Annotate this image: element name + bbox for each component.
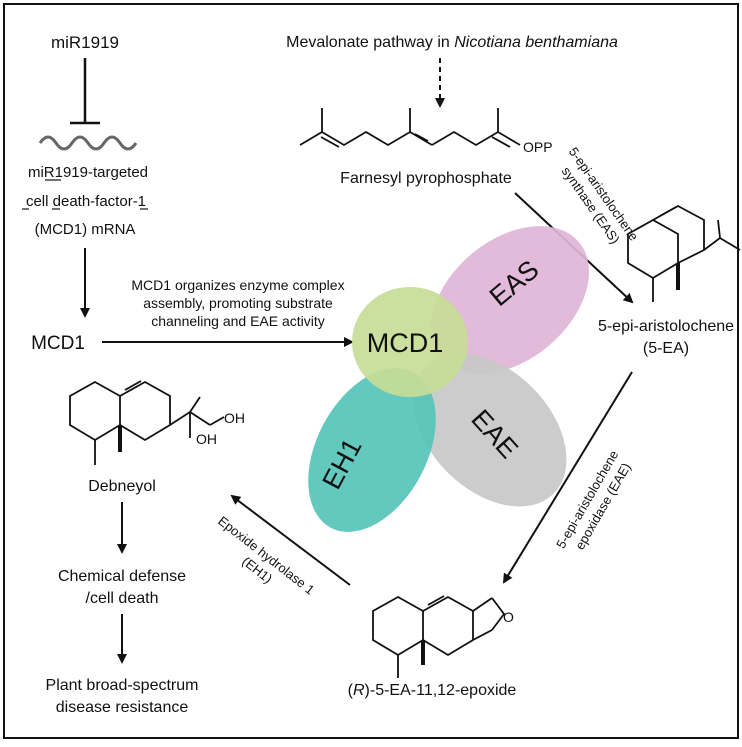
5-ea-structure <box>627 204 741 302</box>
mrna-label-line1: miR1919-targeted <box>28 164 148 181</box>
oh-label-2: OH <box>196 431 217 447</box>
5-ea-label-line2: (5-EA) <box>643 340 689 357</box>
mrna-label-line2: cell death-factor-1 <box>26 193 146 210</box>
mcd1-role-line2: assembly, promoting substrate <box>143 295 333 311</box>
mirna-label: miR1919 <box>51 33 119 52</box>
debneyol-label: Debneyol <box>88 478 156 495</box>
eae-ellipse <box>413 353 567 507</box>
defense-label-line2: /cell death <box>86 590 159 607</box>
resistance-label-line2: disease resistance <box>56 699 189 716</box>
resistance-label-line1: Plant broad-spectrum <box>46 677 199 694</box>
defense-label-line1: Chemical defense <box>58 568 186 585</box>
5-ea-label-line1: 5-epi-aristolochene <box>598 318 734 335</box>
mcd1-role-line3: channeling and EAE activity <box>151 313 325 329</box>
oh-label-1: OH <box>224 410 245 426</box>
fpp-label: Farnesyl pyrophosphate <box>340 170 512 187</box>
mevalonate-pathway-label: Mevalonate pathway in Nicotiana benthami… <box>286 34 618 51</box>
eas-ellipse <box>431 226 589 374</box>
arrow-eae-step <box>502 371 633 584</box>
epoxide-label: (R)-5-EA-11,12-epoxide <box>348 682 517 699</box>
epoxide-structure <box>372 595 506 678</box>
mcd1-ellipse <box>352 287 468 397</box>
eh1-ellipse <box>308 368 436 532</box>
mrna-label-line3: (MCD1) mRNA <box>35 221 136 238</box>
enzyme-complex <box>308 226 589 532</box>
figure-frame <box>3 3 739 739</box>
mcd1-protein-label: MCD1 <box>31 333 85 354</box>
debneyol-structure <box>69 380 225 465</box>
mrna-wave-icon <box>38 135 138 151</box>
arrow-eh1-step <box>230 494 351 586</box>
farnesyl-pyrophosphate-structure <box>299 108 521 148</box>
epoxide-oxygen-label: O <box>503 609 514 625</box>
opp-label: OPP <box>523 139 553 155</box>
eh1-step-label: Epoxide hydrolase 1 (EH1) <box>205 513 320 613</box>
mcd1-complex-label: MCD1 <box>367 328 444 358</box>
mcd1-role-line1: MCD1 organizes enzyme complex <box>131 277 344 293</box>
